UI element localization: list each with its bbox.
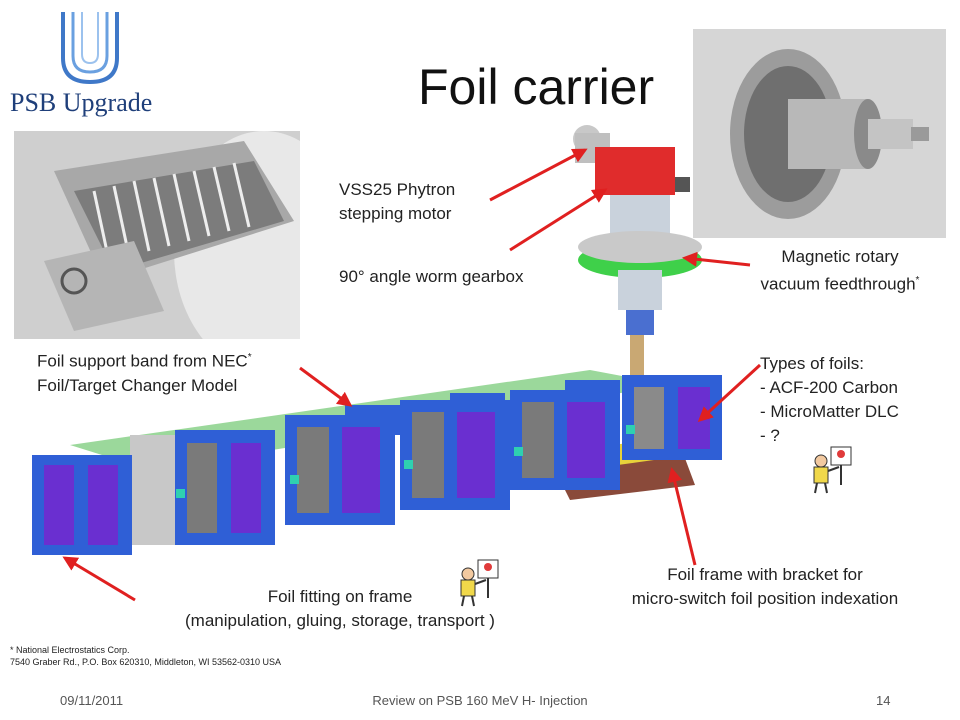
foil-types-heading: Types of foils: — [760, 354, 864, 373]
motor-label: VSS25 Phytron stepping motor — [339, 180, 456, 223]
psb-upgrade-logo-mark — [61, 12, 119, 85]
gearbox-label: 90° angle worm gearbox — [339, 267, 524, 286]
frame-3 — [285, 415, 395, 525]
foil-type-item: - ACF-200 Carbon — [760, 378, 898, 397]
foil-types-label: Types of foils: - ACF-200 Carbon - Micro… — [760, 352, 899, 448]
arrow-motor — [489, 148, 588, 202]
footnote: * National Electrostatics Corp. 7540 Gra… — [10, 645, 281, 667]
foil-fitting-label: Foil fitting on frame (manipulation, glu… — [185, 587, 495, 630]
sign-holder-figure-icon — [460, 559, 499, 607]
frame-4 — [400, 400, 510, 510]
feedthrough-label: Magnetic rotary vacuum feedthrough* — [760, 247, 920, 294]
foil-type-item: - ? — [760, 426, 780, 445]
support-band-label: Foil support band from NEC* Foil/Target … — [37, 351, 252, 395]
arrow-feedthrough — [682, 251, 751, 267]
frame-1 — [32, 455, 132, 555]
arrow-fitting — [62, 556, 136, 602]
foil-type-item: - MicroMatter DLC — [760, 402, 899, 421]
worm-gearbox — [595, 147, 675, 195]
footer-page-number: 14 — [876, 693, 891, 708]
foil-support-band-photo — [14, 131, 300, 339]
foil-frame-label: Foil frame with bracket for micro-switch… — [631, 565, 899, 608]
footer-center: Review on PSB 160 MeV H- Injection — [372, 693, 588, 708]
frame-6 — [622, 375, 722, 460]
frame-brackets — [176, 425, 635, 498]
magnetic-feedthrough-photo — [693, 29, 946, 238]
arrow-support — [299, 366, 353, 407]
foil-carrier-cad-drawing — [32, 125, 722, 555]
sign-holder-figure-icon — [813, 446, 852, 494]
logo-text: PSB Upgrade — [10, 88, 153, 117]
frame-5 — [510, 390, 620, 490]
arrow-frame — [667, 467, 697, 566]
arrow-foils — [697, 363, 762, 423]
footer-date: 09/11/2011 — [60, 693, 124, 708]
slide-title: Foil carrier — [418, 59, 655, 115]
arrow-gearbox — [509, 188, 608, 252]
